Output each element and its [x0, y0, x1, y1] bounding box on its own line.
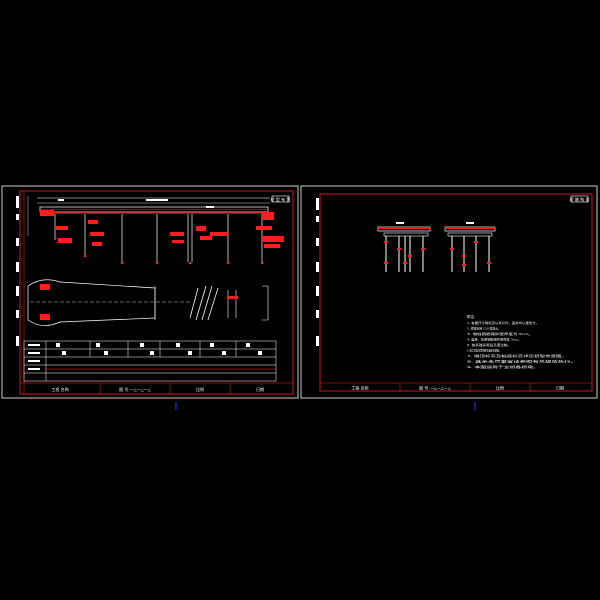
right-title-cell-1: 工程 名称: [351, 385, 368, 391]
left-title-cell-4: 日期: [256, 386, 264, 392]
right-margin-marks: [316, 198, 319, 346]
right-sheet-border: [319, 193, 593, 392]
bridge-piers: [54, 214, 263, 262]
left-drawing-sheet: 桥 型 布 置: [1, 185, 299, 399]
right-title-cell-3: 比例: [496, 385, 504, 391]
right-title-cell-4: 日期: [556, 385, 564, 391]
plan-skewed-piers: [189, 285, 219, 321]
left-sheet-border: [19, 190, 294, 395]
profile-data-table: [23, 340, 277, 382]
notes-heading: 附注:: [467, 314, 475, 319]
right-drawing-sheet: 桥 墩 构 造: [300, 185, 598, 399]
pile-tip-markers: [83, 254, 264, 265]
profile-table-entries: [28, 343, 262, 370]
elevation-red-annotations: [40, 210, 284, 248]
left-title-cell-1: 工程 名称: [51, 386, 68, 392]
note-line-7: 7. 墩顶标高及桩底标高详见桥型布置图。: [467, 353, 567, 358]
bridge-plan-view: [27, 279, 269, 326]
right-title-cell-2: 图 号 —△—△—△: [419, 385, 452, 391]
note-line-9: 9. 本图适用于全桥各桥墩。: [467, 364, 539, 369]
note-line-2: 2. 桥墩采用 C30 混凝土。: [467, 326, 501, 331]
pier-elevation-view-1: [377, 222, 431, 272]
note-line-1: 1. 本图尺寸除标高以米计外，其余均以厘米计。: [467, 320, 539, 325]
right-sheet-outer-frame: [300, 185, 598, 399]
left-title-tag: 桥 型 布 置: [271, 196, 291, 202]
right-title-tag: 桥 墩 构 造: [570, 196, 590, 202]
note-line-8: 8. 其余未尽事宜请参照有关规范执行。: [467, 359, 577, 364]
note-line-4: 4. 盖梁、系梁钢筋保护层厚度 3cm。: [467, 337, 521, 342]
right-title-tag-box: [570, 195, 589, 203]
note-line-5: 5. 桩基础采用钻孔灌注桩。: [467, 342, 511, 347]
left-title-block: 工程 名称 图 号 —△—△—△ 比例 日期: [20, 382, 293, 394]
note-line-3: 3. 墩柱钢筋保护层厚度为 5cm。: [467, 331, 533, 336]
general-notes: 附注: 1. 本图尺寸除标高以米计外，其余均以厘米计。 2. 桥墩采用 C30 …: [467, 314, 577, 369]
right-title-block: 工程 名称 图 号 —△—△—△ 比例 日期: [320, 382, 592, 391]
pier-elevation-view-2: [444, 222, 496, 272]
left-title-cell-2: 图 号 —△—△—△: [119, 386, 152, 392]
left-title-tag-box: [271, 195, 290, 203]
bridge-elevation-view: [27, 196, 284, 265]
left-margin-marks: [16, 196, 19, 346]
left-title-cell-3: 比例: [196, 386, 204, 392]
note-line-6: 6. 施工时应注意预留支座垫石钢筋。: [467, 348, 501, 353]
left-sheet-outer-frame: [1, 185, 299, 399]
